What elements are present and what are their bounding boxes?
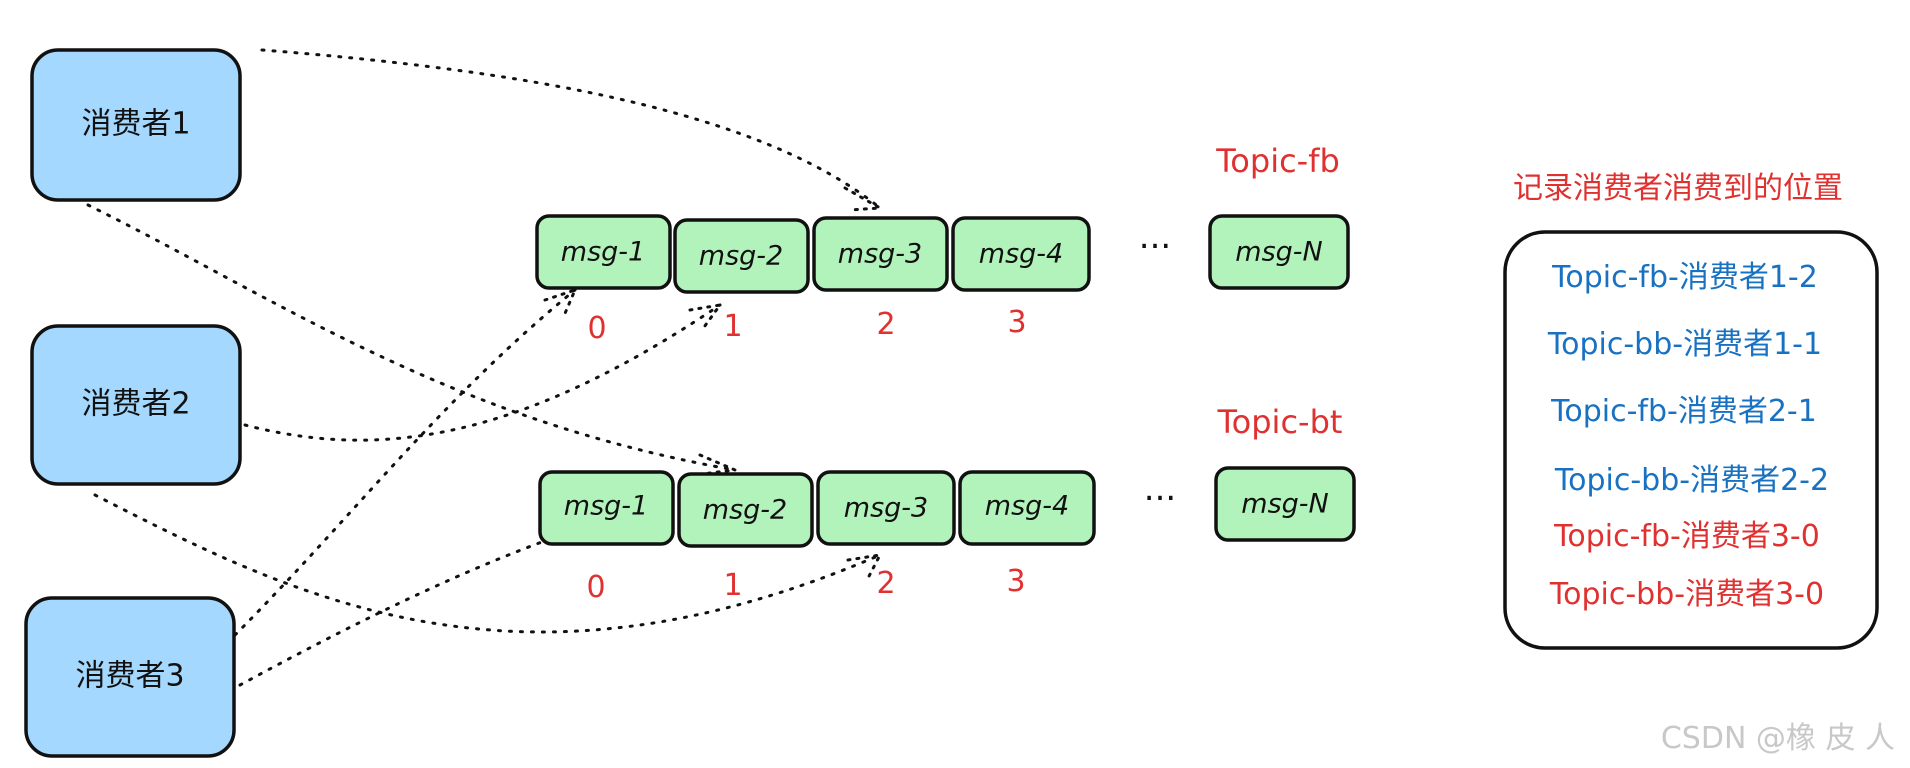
- offset-record-title: 记录消费者消费到的位置: [1513, 171, 1843, 206]
- topic-bt-msg-3: msg-3: [816, 470, 956, 546]
- topic-bt-msg-n: msg-N: [1214, 466, 1356, 542]
- offset-record-list: Topic-fb-消费者1-2Topic-bb-消费者1-1Topic-fb-消…: [1547, 260, 1829, 612]
- topic-bt-msg-1: msg-1: [538, 470, 675, 546]
- offset-record-item: Topic-fb-消费者1-2: [1551, 260, 1818, 295]
- topic-bt-msg-3-label: msg-3: [844, 493, 928, 524]
- topic-fb-msg-2-label: msg-2: [699, 241, 783, 272]
- offset-record-item: Topic-fb-消费者2-1: [1550, 394, 1817, 429]
- consumer-2-label: 消费者2: [81, 387, 190, 422]
- watermark: CSDN @橡 皮 人: [1661, 721, 1895, 756]
- arrowhead-c1-bt-msg2: [698, 453, 741, 476]
- offset-record-item: Topic-bb-消费者3-0: [1549, 577, 1824, 612]
- topic-fb-index-0: 0: [587, 311, 606, 346]
- topic-fb-index-2: 2: [876, 307, 895, 342]
- arrowhead-c3-fb-msg1: [543, 287, 578, 320]
- topic-bt-title: Topic-bt: [1217, 403, 1343, 441]
- connector-c2-bt-msg3: [93, 493, 882, 634]
- topic-bt-msg-2: msg-2: [677, 472, 814, 548]
- offset-record-panel: 记录消费者消费到的位置 Topic-fb-消费者1-2Topic-bb-消费者1…: [1503, 171, 1879, 650]
- connector-c2-fb-msg2: [243, 303, 722, 442]
- topic-fb-msg-4-label: msg-4: [979, 239, 1063, 270]
- arrowhead-c2-bt-msg3: [846, 553, 883, 584]
- topic-bt-index-0: 0: [586, 570, 605, 605]
- topic-fb-msg-4: msg-4: [951, 216, 1091, 292]
- topic-bt: Topic-bt msg-1 msg-2 msg-3 msg-4 ··· msg…: [538, 403, 1356, 605]
- consumer-3-label: 消费者3: [75, 659, 184, 694]
- topic-bt-msg-4: msg-4: [958, 470, 1096, 546]
- connector-c3-bt-msg1: [238, 518, 607, 687]
- offset-record-item: Topic-fb-消费者3-0: [1553, 519, 1820, 554]
- consumer-2: 消费者2: [30, 324, 242, 486]
- topic-fb-msg-1-label: msg-1: [561, 237, 645, 268]
- arrowhead-c2-fb-msg2: [688, 302, 724, 332]
- topic-bt-msg-4-label: msg-4: [985, 491, 1069, 522]
- topic-bt-msg-2-label: msg-2: [703, 495, 787, 526]
- consumer-1: 消费者1: [30, 48, 242, 202]
- topic-fb-ellipsis: ···: [1139, 227, 1171, 267]
- topic-bt-index-3: 3: [1006, 564, 1025, 599]
- topic-fb-msg-3: msg-3: [812, 216, 949, 292]
- connector-c1-bt-msg2: [86, 203, 737, 472]
- topic-bt-index-2: 2: [876, 566, 895, 601]
- topic-fb-index-1: 1: [723, 309, 742, 344]
- consumer-3: 消费者3: [24, 596, 236, 758]
- topic-bt-msg-1-label: msg-1: [564, 491, 648, 522]
- connector-c1-fb-msg3: [260, 48, 882, 210]
- offset-record-item: Topic-bb-消费者1-1: [1547, 327, 1822, 362]
- consumer-1-label: 消费者1: [81, 107, 190, 142]
- topic-fb-msg-n-label: msg-N: [1235, 237, 1322, 268]
- topic-fb-index-3: 3: [1007, 305, 1026, 340]
- connector-c3-fb-msg1: [233, 288, 577, 637]
- topic-fb-msg-2: msg-2: [673, 218, 810, 294]
- arrowhead-c1-fb-msg3: [843, 186, 886, 212]
- topic-fb-msg-1: msg-1: [535, 214, 672, 290]
- topic-bt-msg-n-label: msg-N: [1241, 489, 1328, 520]
- topic-fb: Topic-fb msg-1 msg-2 msg-3 msg-4 ··· msg…: [535, 142, 1350, 346]
- offset-record-item: Topic-bb-消费者2-2: [1554, 463, 1829, 498]
- topic-fb-title: Topic-fb: [1215, 142, 1340, 180]
- topic-bt-index-1: 1: [723, 568, 742, 603]
- topic-fb-msg-3-label: msg-3: [838, 239, 922, 270]
- topic-fb-msg-n: msg-N: [1208, 214, 1350, 290]
- topic-bt-ellipsis: ···: [1144, 479, 1176, 519]
